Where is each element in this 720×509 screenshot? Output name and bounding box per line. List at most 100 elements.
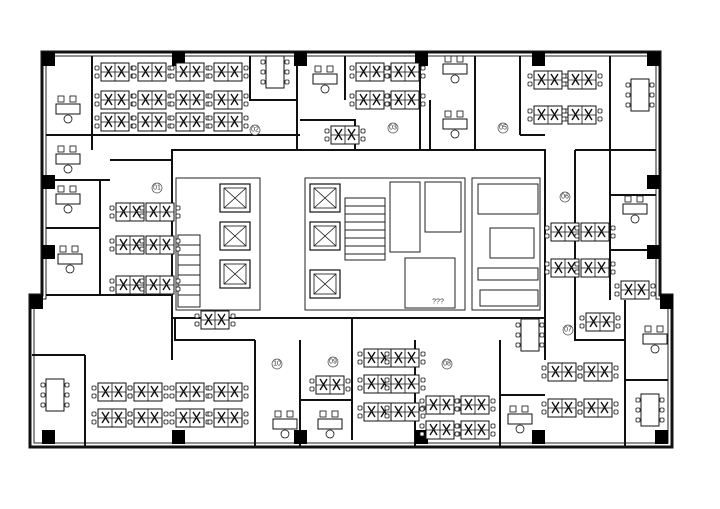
office-desk xyxy=(55,185,81,214)
column xyxy=(532,52,545,66)
workstation-pod xyxy=(544,258,586,278)
elevator xyxy=(219,221,251,251)
workstation-pod xyxy=(419,395,461,415)
workstation-pod xyxy=(527,105,569,125)
office-desk xyxy=(57,245,83,274)
workstation-pod xyxy=(541,362,583,382)
column xyxy=(647,52,660,66)
workstation-pod xyxy=(91,382,133,402)
workstation-pod xyxy=(169,112,211,132)
workstation-pod xyxy=(561,70,603,90)
svg-text:06: 06 xyxy=(561,194,569,201)
column xyxy=(42,245,55,259)
workstation-pod xyxy=(207,90,249,110)
room-label-03: 03 xyxy=(387,122,399,134)
workstation-pod xyxy=(349,90,391,110)
workstation-pod xyxy=(544,222,586,242)
column xyxy=(660,295,673,309)
workstation-pod xyxy=(94,62,136,82)
workstation-pod xyxy=(91,408,133,428)
room-label-01: 01 xyxy=(151,182,163,194)
workstation-pod xyxy=(207,112,249,132)
column xyxy=(294,52,307,66)
workstation-pod xyxy=(139,202,181,222)
column xyxy=(42,52,55,66)
room-label-06: 06 xyxy=(559,191,571,203)
elevator xyxy=(219,183,251,213)
stair-center xyxy=(344,197,386,261)
workstation-pod xyxy=(194,310,236,330)
stair-left xyxy=(177,234,201,308)
office-desk xyxy=(55,145,81,174)
workstation-pod xyxy=(541,398,583,418)
workstation-pod xyxy=(384,90,426,110)
workstation-pod xyxy=(127,382,169,402)
room-label-02: 02 xyxy=(249,124,261,136)
meeting-table xyxy=(515,318,545,352)
workstation-pod xyxy=(561,105,603,125)
room-label-05: 05 xyxy=(497,122,509,134)
workstation-pod xyxy=(207,382,249,402)
svg-text:09: 09 xyxy=(329,359,337,366)
office-desk xyxy=(622,195,648,224)
office-desk xyxy=(55,95,81,124)
workstation-pod xyxy=(527,70,569,90)
column xyxy=(42,175,55,189)
meeting-table xyxy=(40,378,70,412)
column xyxy=(655,430,668,444)
workstation-pod xyxy=(169,90,211,110)
workstation-pod xyxy=(169,382,211,402)
column xyxy=(647,175,660,189)
room-label-10: 10 xyxy=(271,358,283,370)
column xyxy=(172,430,185,444)
workstation-pod xyxy=(577,398,619,418)
column xyxy=(30,295,43,309)
core-note: ??? xyxy=(432,299,444,306)
workstation-pod xyxy=(384,374,426,394)
workstation-pod xyxy=(127,408,169,428)
structural-columns xyxy=(30,52,673,444)
meeting-table xyxy=(625,78,655,112)
elevator xyxy=(309,221,341,251)
room-label-09: 09 xyxy=(327,356,339,368)
workstation-pod xyxy=(109,235,151,255)
workstation-pod xyxy=(169,408,211,428)
workstation-pod xyxy=(131,90,173,110)
toilets xyxy=(477,183,539,307)
furniture xyxy=(40,55,668,440)
workstation-pod xyxy=(574,258,616,278)
workstation-pod xyxy=(207,62,249,82)
column xyxy=(532,430,545,444)
workstation-pod xyxy=(614,280,656,300)
workstation-pod xyxy=(94,112,136,132)
room-labels: 01 02 03 05 06 07 08 09 10 ??? xyxy=(151,122,574,370)
svg-text:10: 10 xyxy=(273,361,281,368)
workstation-pod xyxy=(309,375,351,395)
elevator xyxy=(309,183,341,213)
workstation-pod xyxy=(207,408,249,428)
office-desk xyxy=(442,110,468,139)
workstation-pod xyxy=(139,275,181,295)
workstation-pod xyxy=(384,348,426,368)
svg-text:08: 08 xyxy=(443,361,451,368)
workstation-pod xyxy=(349,62,391,82)
room-label-08: 08 xyxy=(441,358,453,370)
workstation-pod xyxy=(577,362,619,382)
column xyxy=(415,430,428,444)
workstation-pod xyxy=(109,202,151,222)
svg-text:05: 05 xyxy=(499,125,507,132)
elevator xyxy=(219,259,251,289)
workstation-pod xyxy=(454,395,496,415)
workstation-pod xyxy=(131,112,173,132)
office-desk xyxy=(507,405,533,434)
workstation-pod xyxy=(419,420,461,440)
meeting-table xyxy=(635,393,665,427)
svg-text:02: 02 xyxy=(251,127,259,134)
svg-text:07: 07 xyxy=(564,327,572,334)
workstation-pod xyxy=(139,235,181,255)
workstation-pod xyxy=(579,312,621,332)
workstation-pod xyxy=(109,275,151,295)
room-label-07: 07 xyxy=(562,324,574,336)
elevator xyxy=(309,269,341,299)
